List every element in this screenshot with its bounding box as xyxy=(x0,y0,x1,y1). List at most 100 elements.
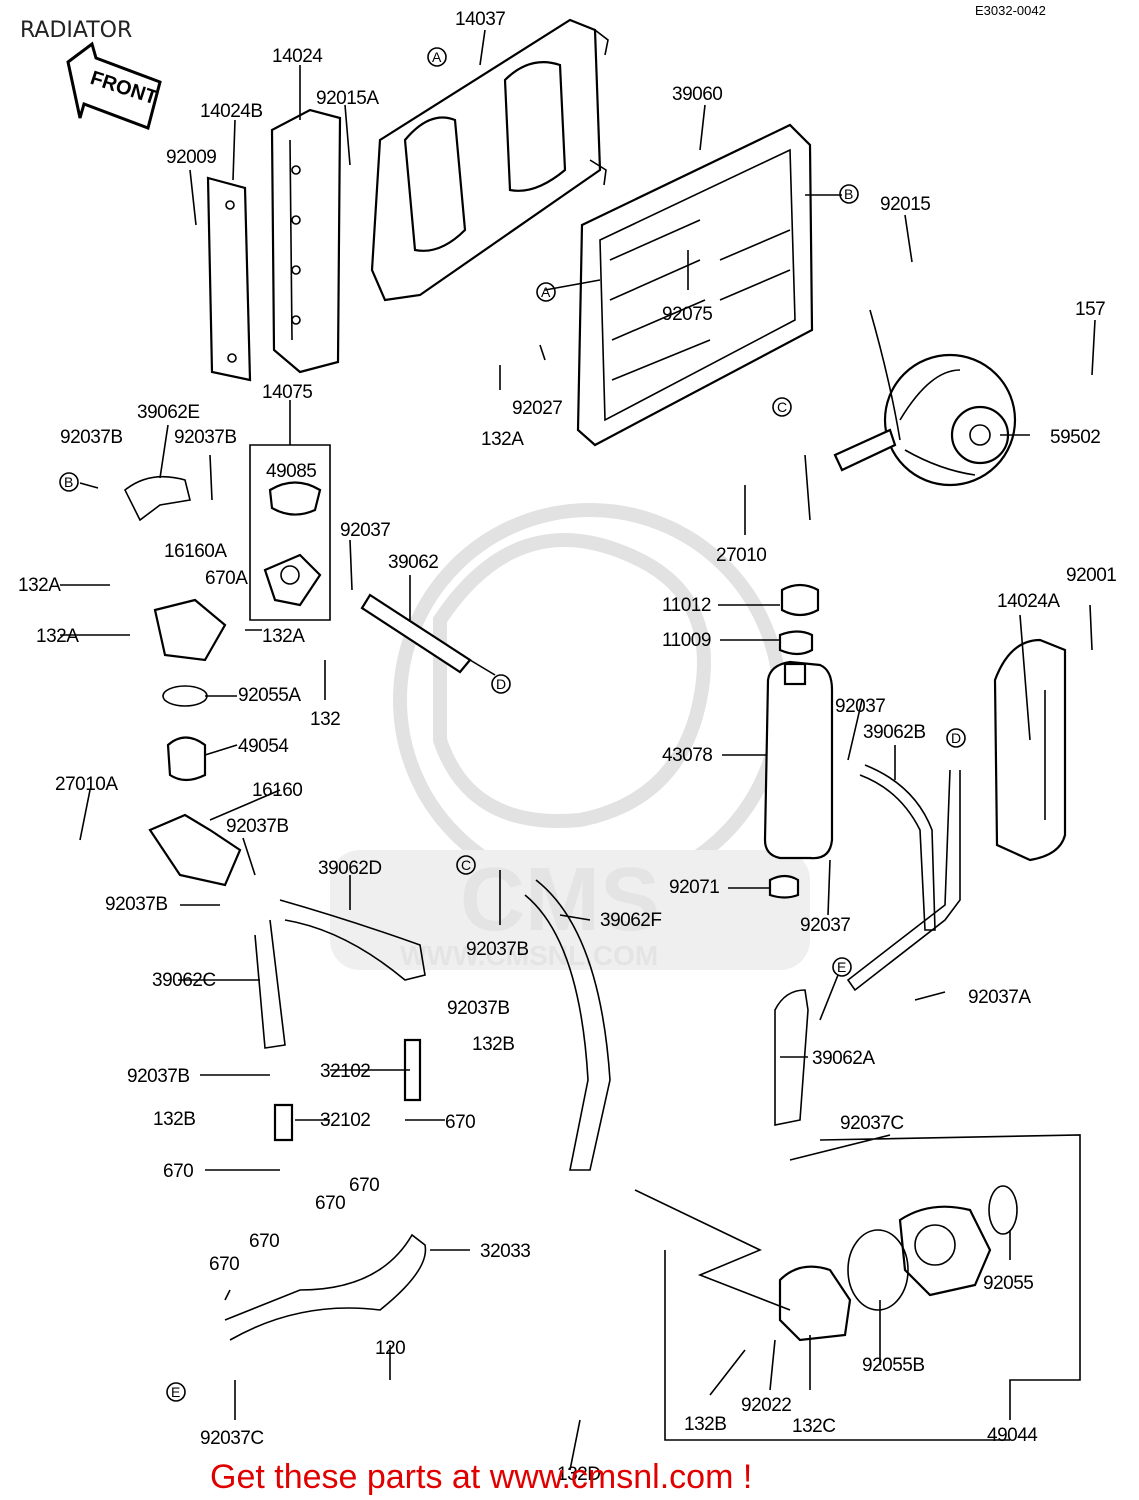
hose-39062F xyxy=(524,879,611,1171)
reserve-tank-43078 xyxy=(763,660,834,860)
part-label: 132D xyxy=(557,1464,600,1485)
callout-e-bottom: E xyxy=(166,1382,186,1402)
hose-39062 xyxy=(360,593,472,674)
hose-39062B xyxy=(859,764,936,931)
hoses xyxy=(123,475,961,1341)
part-label: 92055A xyxy=(238,685,301,706)
part-label: 92037 xyxy=(800,915,850,936)
part-label: 92055B xyxy=(862,1355,925,1376)
part-label: 92037 xyxy=(835,696,885,717)
part-label: 120 xyxy=(375,1338,405,1359)
part-label: 92015A xyxy=(316,88,379,109)
svg-text:A: A xyxy=(432,49,442,65)
leader-lines xyxy=(60,29,1096,1471)
hose-39062A xyxy=(774,989,809,1126)
part-labels: 14037 14024 92015A 14024B 92009 39060 92… xyxy=(18,9,1117,1485)
plate-14024B xyxy=(206,176,252,382)
part-label: 27010A xyxy=(55,774,118,795)
part-label: 92037B xyxy=(466,939,529,960)
part-label: 39062A xyxy=(812,1048,875,1069)
part-label: 16160A xyxy=(164,541,227,562)
callout-d-left: D xyxy=(491,674,511,694)
part-label: 39062E xyxy=(137,402,200,423)
part-label: 14024B xyxy=(200,101,263,122)
callout-c-mid: C xyxy=(456,855,476,875)
svg-text:C: C xyxy=(461,857,471,873)
radiator-cover-14037 xyxy=(370,18,609,302)
part-label: 92055 xyxy=(983,1273,1033,1294)
part-label: 92027 xyxy=(512,398,562,419)
part-label: 14037 xyxy=(455,9,505,30)
part-label: 39062 xyxy=(388,552,438,573)
part-label: 14075 xyxy=(262,382,312,403)
part-label: 132A xyxy=(262,626,305,647)
svg-text:A: A xyxy=(541,284,551,300)
grille-14024 xyxy=(270,108,342,374)
part-label: 92001 xyxy=(1066,565,1116,586)
part-label: 27010 xyxy=(716,545,766,566)
part-label: 92037 xyxy=(340,520,390,541)
part-label: 670 xyxy=(349,1175,379,1196)
part-label: 132A xyxy=(36,626,79,647)
diagram-code: E3032-0042 xyxy=(975,3,1046,18)
page-title: RADIATOR xyxy=(20,18,132,43)
fan-59502 xyxy=(833,309,1017,487)
part-label: 92037B xyxy=(447,998,510,1019)
callout-markers: A A B B C C D D E E xyxy=(59,47,966,1402)
part-label: 43078 xyxy=(662,745,712,766)
water-pump-49044 xyxy=(778,1185,1018,1342)
part-label: 39062D xyxy=(318,858,382,879)
callout-e-mid: E xyxy=(832,957,852,977)
part-label: 49044 xyxy=(987,1425,1038,1446)
part-label: 49085 xyxy=(266,461,316,482)
hose-39062D xyxy=(279,899,426,981)
part-label: 16160 xyxy=(252,780,302,801)
part-label: 92037B xyxy=(226,816,289,837)
part-label: 670 xyxy=(163,1161,193,1182)
part-label: 670 xyxy=(445,1112,475,1133)
watermark-brand: CMS xyxy=(460,850,660,950)
part-label: 670 xyxy=(209,1254,239,1275)
pipe-32033 xyxy=(224,1233,427,1341)
cms-watermark: CMS WWW.CMSNL.COM xyxy=(330,503,810,971)
callout-b-left: B xyxy=(59,472,79,492)
svg-text:E: E xyxy=(837,959,846,975)
part-label: 132A xyxy=(481,429,524,450)
part-label: 92009 xyxy=(166,147,216,168)
part-label: 14024 xyxy=(272,46,323,67)
part-label: 59502 xyxy=(1050,427,1100,448)
footer-link[interactable]: Get these parts at www.cmsnl.com ! xyxy=(210,1458,752,1496)
part-label: 132A xyxy=(18,575,61,596)
callout-d-right: D xyxy=(946,728,966,748)
part-label: 92022 xyxy=(741,1395,791,1416)
part-label: 92037C xyxy=(840,1113,904,1134)
svg-text:D: D xyxy=(496,676,506,692)
radiator-core-39060 xyxy=(576,123,814,447)
side-cover-14024A xyxy=(993,638,1067,862)
part-label: 14024A xyxy=(997,591,1060,612)
part-label: 92037B xyxy=(60,427,123,448)
part-label: 92071 xyxy=(669,877,719,898)
part-label: 92037C xyxy=(200,1428,264,1449)
callout-a-top: A xyxy=(427,47,447,67)
part-label: 92037B xyxy=(174,427,237,448)
callout-b-right: B xyxy=(839,184,859,204)
part-label: 92037B xyxy=(127,1066,190,1087)
part-label: 49054 xyxy=(238,736,289,757)
part-label: 39060 xyxy=(672,84,722,105)
part-label: 132C xyxy=(792,1416,835,1437)
part-label: 92037A xyxy=(968,987,1031,1008)
part-label: 92075 xyxy=(662,304,712,325)
part-label: 92015 xyxy=(880,194,930,215)
part-label: 132 xyxy=(310,709,340,730)
part-label: 39062F xyxy=(600,910,661,931)
svg-text:B: B xyxy=(844,186,853,202)
svg-text:C: C xyxy=(777,399,787,415)
part-label: 132B xyxy=(472,1034,514,1055)
part-label: 32102 xyxy=(320,1110,370,1131)
part-label: 92037B xyxy=(105,894,168,915)
hose-39062C xyxy=(254,919,286,1049)
svg-text:E: E xyxy=(171,1384,180,1400)
